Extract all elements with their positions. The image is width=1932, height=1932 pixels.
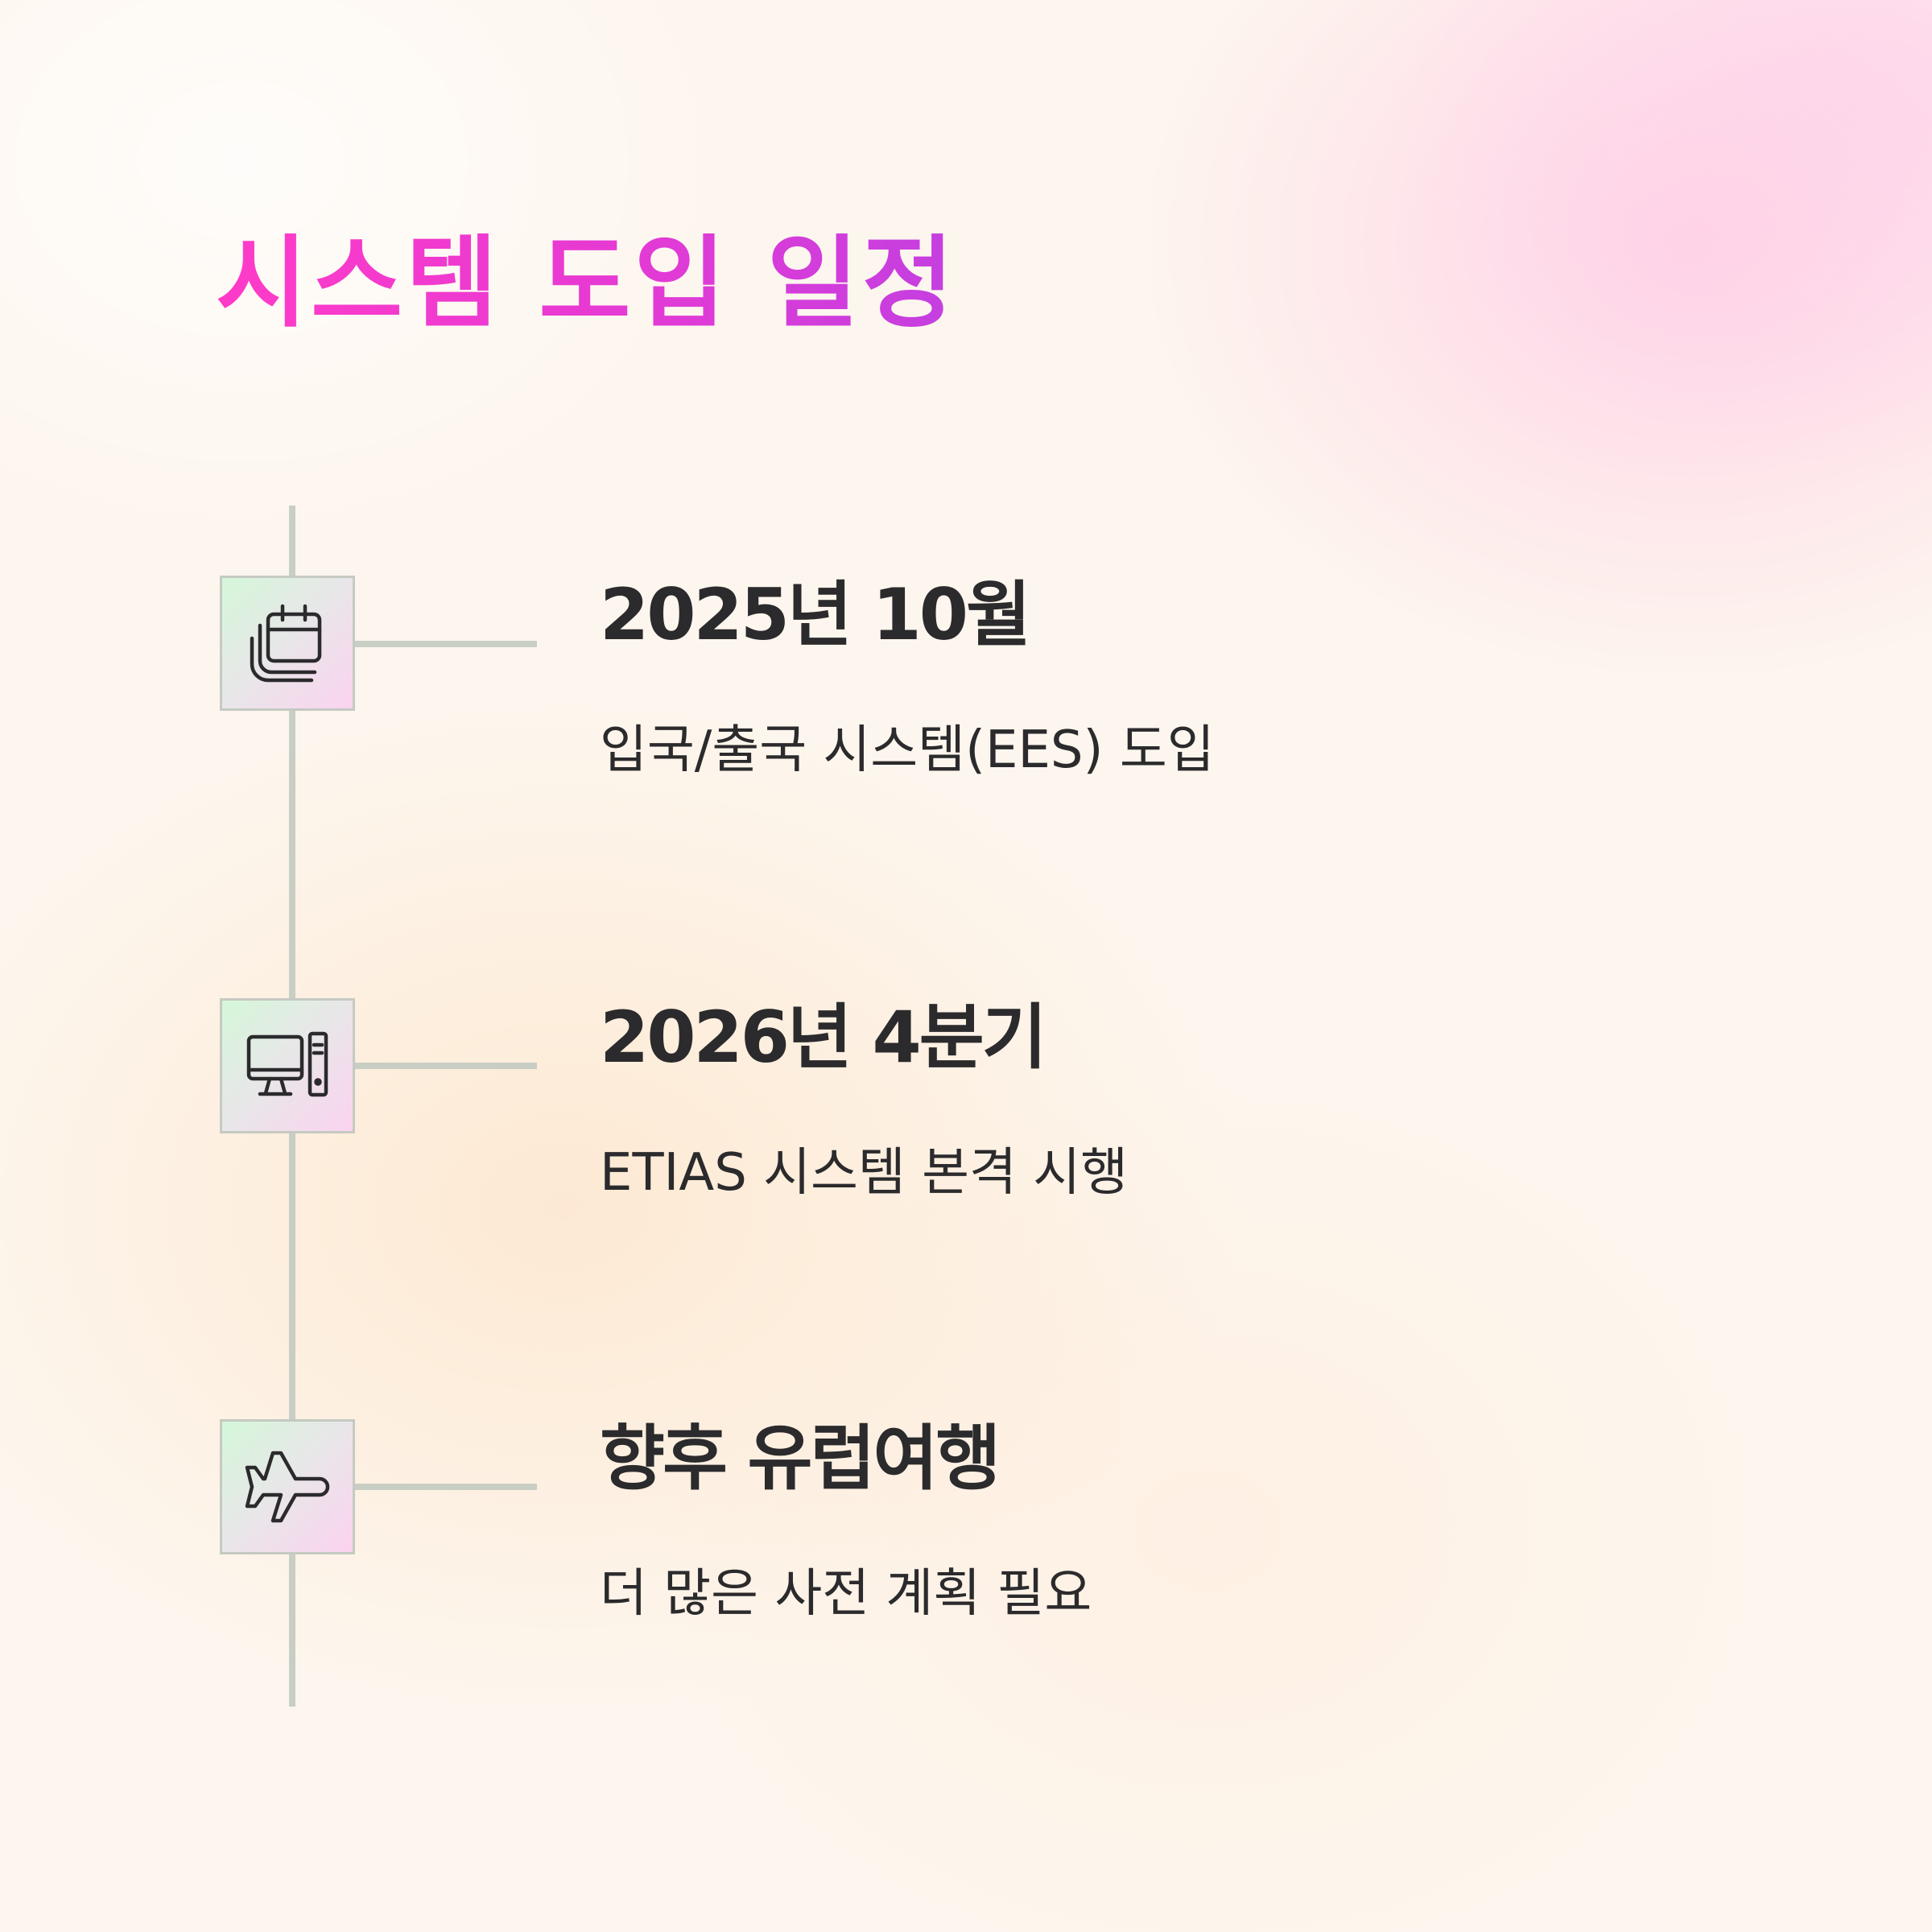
timeline-icon-box-1	[220, 576, 355, 711]
computer-icon	[246, 1031, 328, 1097]
timeline-item-description-2: ETIAS 시스템 본격 시행	[600, 1143, 1129, 1203]
airplane-icon	[245, 1451, 330, 1523]
timeline-item-description-3: 더 많은 사전 계획 필요	[600, 1564, 1092, 1624]
timeline-icon-box-3	[220, 1419, 355, 1554]
timeline-icon-box-2	[220, 998, 355, 1133]
timeline-item-heading-3: 향후 유럽여행	[600, 1417, 1001, 1500]
calendar-icon	[250, 604, 322, 683]
timeline-item-description-1: 입국/출국 시스템(EES) 도입	[600, 720, 1215, 780]
timeline-connector-1	[355, 641, 537, 647]
timeline-connector-2	[355, 1063, 537, 1069]
timeline-item-heading-1: 2025년 10월	[600, 573, 1031, 656]
page-title: 시스템 도입 일정	[216, 225, 957, 341]
timeline-item-heading-2: 2026년 4분기	[600, 996, 1047, 1079]
timeline-connector-3	[355, 1484, 537, 1490]
